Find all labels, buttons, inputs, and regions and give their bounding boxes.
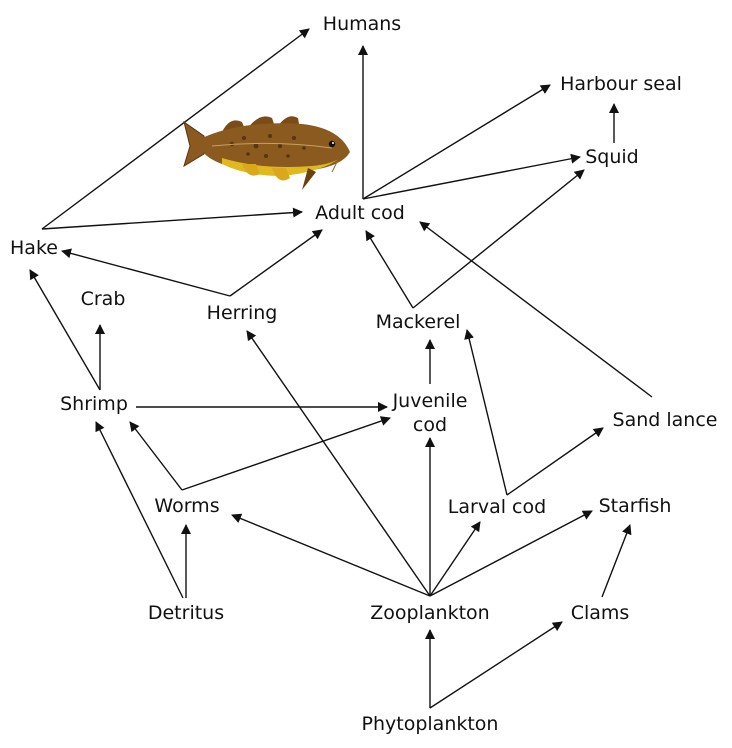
edge-herring-adultcod	[229, 229, 323, 297]
edge-herring-hake	[61, 248, 231, 297]
node-sand-lance: Sand lance	[612, 409, 718, 431]
edge-shrimp-hake	[29, 269, 101, 391]
node-crab: Crab	[80, 288, 126, 310]
edge-worms-juvenilecod	[181, 416, 391, 491]
edge-hake-humans	[41, 28, 310, 230]
edge-larvalcod-sandlance	[506, 427, 604, 496]
cod-fish-icon	[183, 116, 350, 190]
node-juvenile-cod-line-1: Juvenile	[392, 390, 468, 412]
edge-hake-adultcod	[41, 207, 303, 230]
node-larval-cod: Larval cod	[447, 496, 547, 518]
node-adult-cod: Adult cod	[315, 202, 405, 224]
node-clams: Clams	[570, 602, 630, 624]
edge-adultcod-squid	[362, 153, 581, 200]
node-zooplankton: Zooplankton	[370, 602, 490, 624]
edge-sandlance-adultcod	[419, 221, 653, 398]
node-juvenile-cod-line-2: cod	[412, 414, 448, 436]
node-starfish: Starfish	[598, 495, 672, 517]
edge-detritus-shrimp	[95, 421, 184, 599]
node-humans: Humans	[322, 13, 402, 35]
edge-adultcod-harbourseal	[362, 84, 551, 200]
node-mackerel: Mackerel	[375, 311, 461, 333]
node-shrimp: Shrimp	[60, 393, 128, 415]
edge-mackerel-adultcod	[365, 230, 414, 309]
node-phytoplankton: Phytoplankton	[361, 713, 499, 735]
node-juvenile-cod: Juvenile cod	[393, 389, 468, 437]
edge-zooplankton-starfish	[429, 510, 593, 597]
edge-zooplankton-herring	[246, 330, 431, 597]
node-hake: Hake	[10, 237, 58, 259]
edge-mackerel-squid	[412, 169, 585, 309]
edge-larvalcod-mackerel	[464, 329, 508, 496]
node-harbour-seal: Harbour seal	[560, 73, 682, 95]
node-squid: Squid	[585, 146, 639, 168]
edge-zooplankton-worms	[231, 513, 431, 597]
edge-worms-shrimp	[129, 421, 183, 491]
edge-phytoplankton-clams	[429, 621, 563, 709]
node-herring: Herring	[206, 302, 278, 324]
node-worms: Worms	[154, 495, 220, 517]
edge-zooplankton-larvalcod	[429, 521, 481, 597]
edge-clams-starfish	[601, 524, 632, 598]
node-detritus: Detritus	[147, 602, 225, 624]
